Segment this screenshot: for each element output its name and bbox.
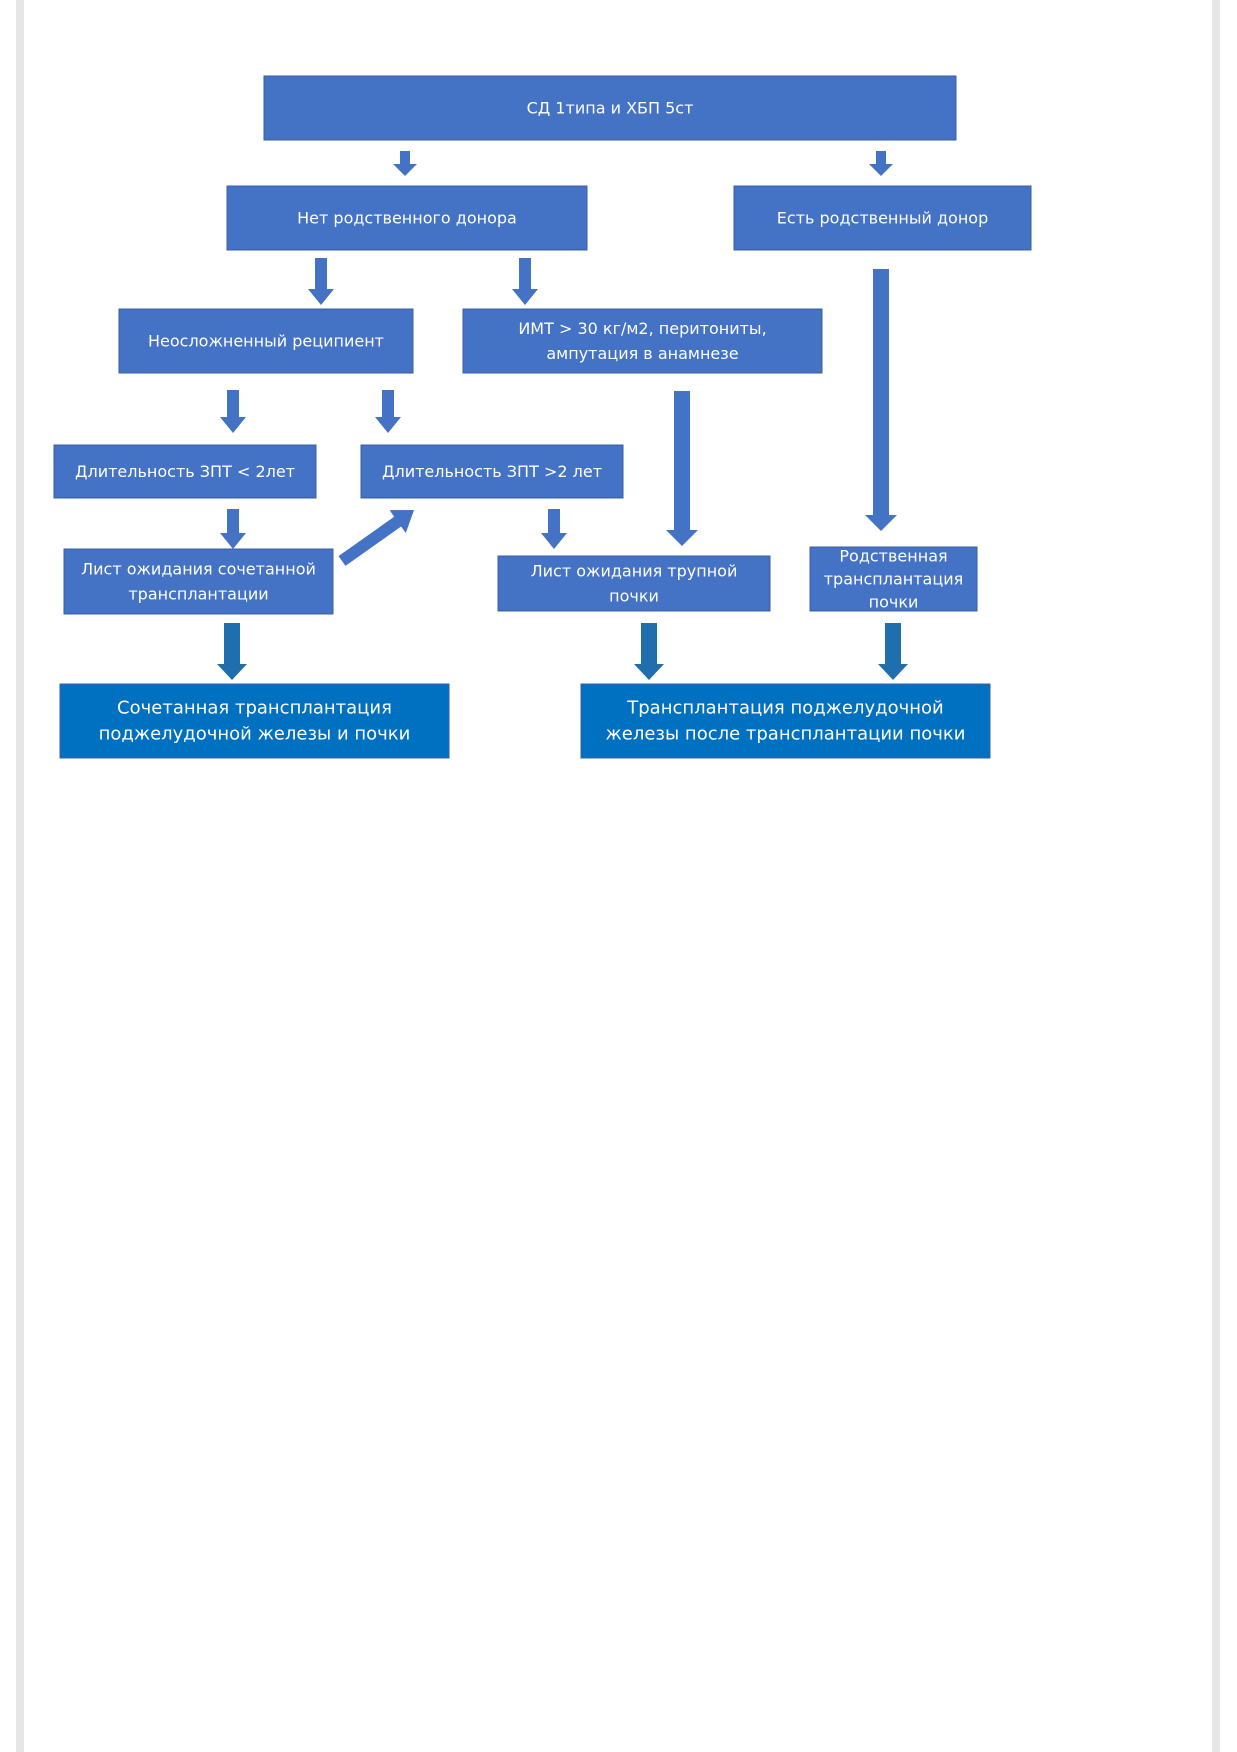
arrow-rrt-gt2-to-waitlist-kidney [541,509,567,549]
arrow-waitlist-combined-to-rrt-gt2 [338,510,414,566]
arrow-rrt-lt2-to-waitlist-combined [220,509,246,549]
node-label: Лист ожидания сочетанной [81,560,316,579]
node-label: Сочетанная трансплантация [117,698,392,719]
node-label: СД 1типа и ХБП 5ст [527,99,694,118]
node-uncomplicated: Неосложненный реципиент [118,308,414,374]
node-box [360,444,624,499]
node-label: железы после трансплантации почки [606,724,966,745]
node-pak: Трансплантация поджелудочной железы после… [580,683,991,759]
node-label: трансплантации [128,585,268,604]
node-box [809,546,978,612]
node-label: Трансплантация поджелудочной [626,698,943,719]
node-bmi: ИМТ > 30 кг/м2, перитониты, ампутация в а… [462,308,823,374]
arrow-related-tx-to-pak [878,623,908,680]
node-label: Есть родственный донор [777,209,988,228]
arrow-waitlist-combined-to-spk [217,623,247,680]
arrows [217,151,908,680]
node-label: ИМТ > 30 кг/м2, перитониты, [518,319,766,338]
page-border-left [16,0,24,1752]
arrow-uncomplicated-to-rrt-gt2 [375,390,401,433]
arrow-root-to-no-donor [393,151,417,176]
node-label: Длительность ЗПТ < 2лет [75,462,295,481]
arrow-no-donor-to-uncomplicated [308,258,334,305]
node-label: Неосложненный реципиент [148,332,384,351]
arrow-uncomplicated-to-rrt-lt2 [220,390,246,433]
node-label: ампутация в анамнезе [546,344,738,363]
node-box [733,185,1032,251]
node-waitlist-kidney: Лист ожидания трупной почки [497,555,771,612]
node-rrt-lt2: Длительность ЗПТ < 2лет [53,444,317,499]
node-box [580,683,991,759]
node-spk: Сочетанная трансплантация поджелудочной ж… [59,683,450,759]
arrow-bmi-to-waitlist-kidney [666,391,698,546]
node-no-donor: Нет родственного донора [226,185,588,251]
page-border-right [1212,0,1220,1752]
node-label: почки [869,593,919,612]
node-label: Лист ожидания трупной [531,562,738,581]
arrow-root-to-has-donor [869,151,893,176]
node-root: СД 1типа и ХБП 5ст [263,75,957,141]
node-label: Родственная [839,547,947,566]
node-label: почки [609,587,659,606]
arrow-has-donor-to-related-tx [865,269,897,531]
node-box [263,75,957,141]
arrow-no-donor-to-bmi [512,258,538,305]
node-related-tx: Родственная трансплантация почки [809,546,978,612]
node-label: трансплантация [824,570,964,589]
node-box [226,185,588,251]
node-label: Длительность ЗПТ >2 лет [382,462,602,481]
node-box [497,555,771,612]
node-box [59,683,450,759]
node-box [462,308,823,374]
node-box [63,548,334,615]
node-label: поджелудочной железы и почки [99,724,411,745]
node-label: Нет родственного донора [297,209,517,228]
node-box [53,444,317,499]
arrow-waitlist-kidney-to-pak [634,623,664,680]
node-box [118,308,414,374]
node-waitlist-combined: Лист ожидания сочетанной трансплантации [63,548,334,615]
node-rrt-gt2: Длительность ЗПТ >2 лет [360,444,624,499]
node-has-donor: Есть родственный донор [733,185,1032,251]
